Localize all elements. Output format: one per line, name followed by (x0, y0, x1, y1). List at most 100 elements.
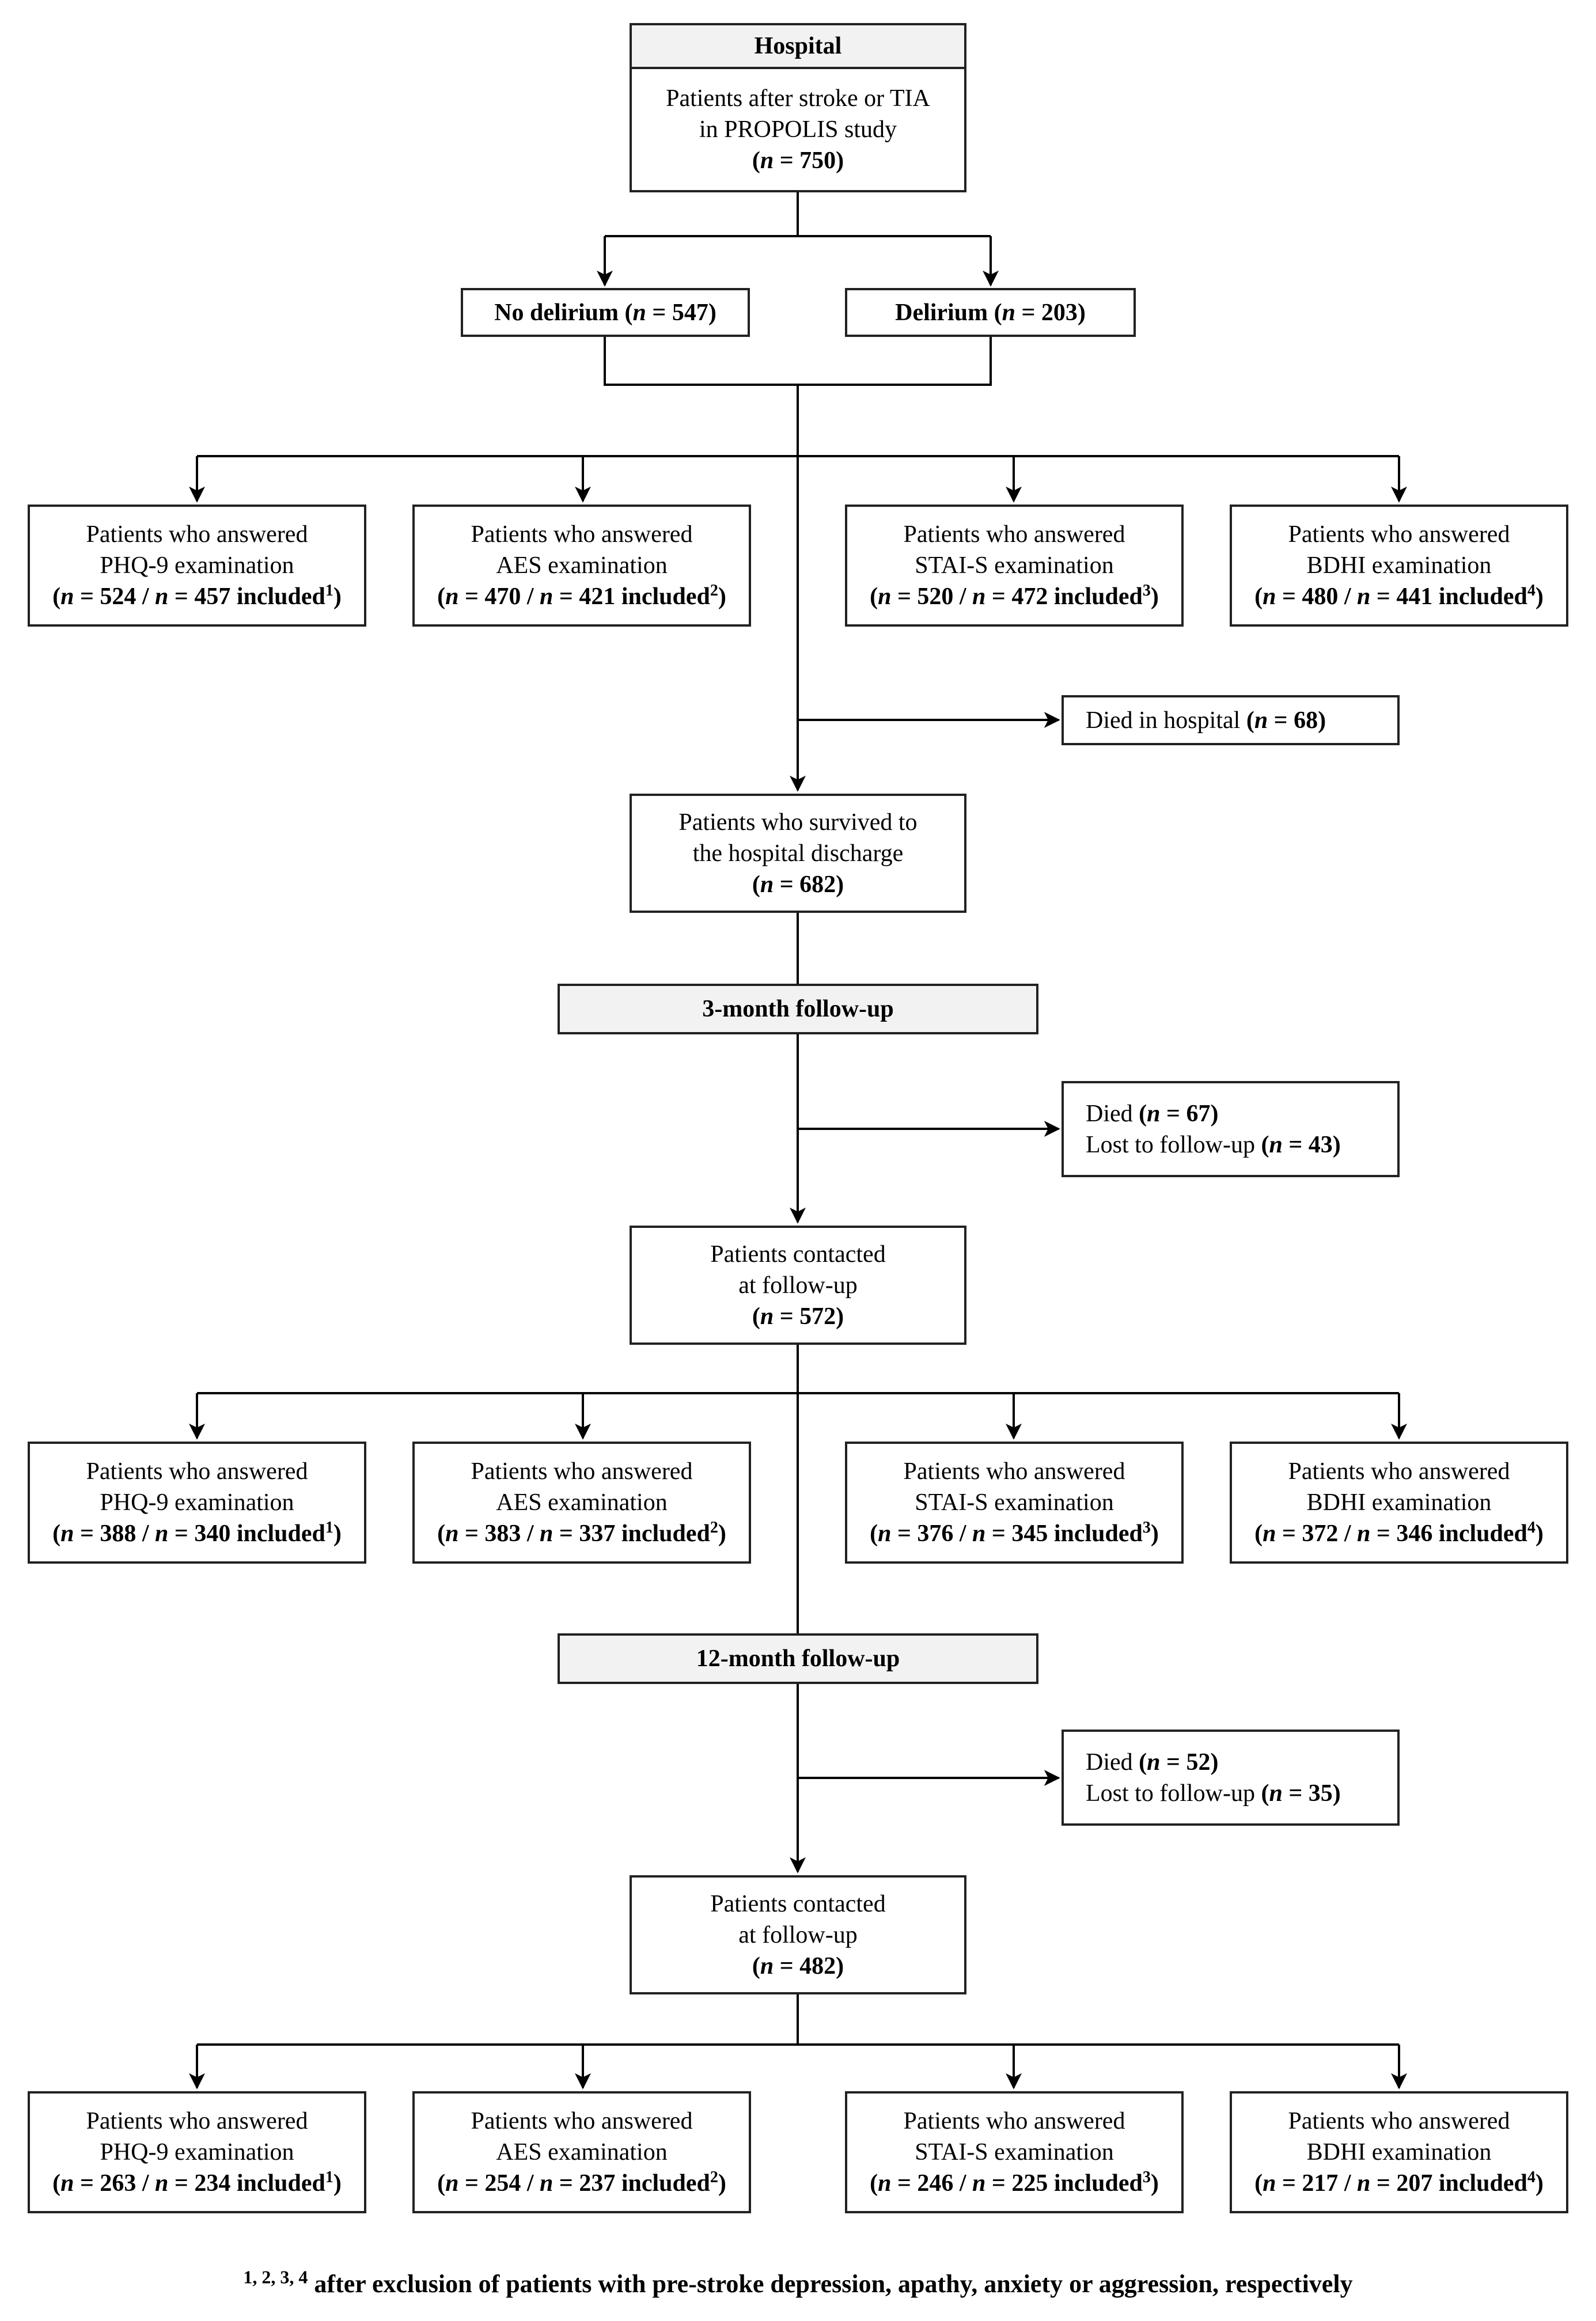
test-footnote-mark: 4 (1527, 2168, 1536, 2186)
survived-n: (n = 682) (752, 871, 844, 898)
exit12-died-n: 52 (1186, 1749, 1211, 1776)
contacted3-n-value: 572 (799, 1303, 836, 1330)
test-answered-label: Patients who answered (903, 2108, 1125, 2134)
test-name: STAI-S examination (915, 1489, 1114, 1516)
test-name: AES examination (496, 2139, 668, 2165)
test-name: PHQ-9 examination (100, 552, 294, 579)
test-counts: (n = 470 / n = 421 included2) (437, 582, 726, 610)
test-counts: (n = 388 / n = 340 included1) (52, 1519, 342, 1548)
test-counts: (n = 376 / n = 345 included3) (870, 1519, 1159, 1548)
test-included: 225 (1011, 2170, 1048, 2197)
survived-line2: the hospital discharge (692, 840, 904, 867)
included-word: included (236, 1520, 325, 1547)
delirium-label: Delirium (895, 299, 988, 326)
test-included: 472 (1011, 583, 1048, 610)
died-hospital-n: 68 (1294, 707, 1318, 734)
test-counts: (n = 383 / n = 337 included2) (437, 1519, 726, 1548)
test-answered-label: Patients who answered (903, 1458, 1125, 1485)
exit12-lost: Lost to follow-up (n = 35) (1086, 1780, 1341, 1807)
no-delirium-text: No delirium (n = 547) (494, 299, 717, 326)
test-name: AES examination (496, 552, 668, 579)
no-delirium-n: 547 (672, 299, 708, 326)
hospital-n-value: 750 (799, 147, 836, 174)
test-total: 246 (917, 2170, 954, 2197)
footnote-marks: 1, 2, 3, 4 (243, 2266, 308, 2288)
included-word: included (1438, 583, 1527, 610)
test-footnote-mark: 2 (710, 2168, 718, 2186)
contacted12-n-value: 482 (799, 1952, 836, 1979)
delirium-n: 203 (1041, 299, 1078, 326)
hospital-header: Hospital (632, 25, 964, 69)
no-delirium-box: No delirium (n = 547) (461, 288, 750, 337)
exit12-lost-label: Lost to follow-up (1086, 1780, 1255, 1807)
contacted12-n: (n = 482) (752, 1952, 844, 1979)
included-word: included (1438, 2170, 1527, 2197)
delirium-text: Delirium (n = 203) (895, 299, 1086, 326)
hospital-body: Patients after stroke or TIA in PROPOLIS… (666, 69, 930, 190)
hospital-line1: Patients after stroke or TIA (666, 85, 930, 112)
survived-line1: Patients who survived to (678, 809, 918, 836)
test-total: 388 (100, 1520, 137, 1547)
hospital-box: Hospital Patients after stroke or TIA in… (630, 23, 966, 192)
test-answered-label: Patients who answered (86, 521, 308, 548)
test-answered-label: Patients who answered (86, 1458, 308, 1485)
test-answered-label: Patients who answered (1288, 1458, 1510, 1485)
test-counts: (n = 254 / n = 237 included2) (437, 2168, 726, 2197)
test-footnote-mark: 1 (325, 582, 333, 600)
test-footnote-mark: 1 (325, 2168, 333, 2186)
test-counts: (n = 520 / n = 472 included3) (870, 582, 1159, 610)
footnote: 1, 2, 3, 4 after exclusion of patients w… (0, 2266, 1596, 2299)
contacted12-box: Patients contacted at follow-up (n = 482… (630, 1875, 966, 1994)
exit12-lost-n: 35 (1308, 1780, 1333, 1807)
test-included: 345 (1011, 1520, 1048, 1547)
test-total: 383 (484, 1520, 521, 1547)
contacted12-line1: Patients contacted (710, 1890, 886, 1917)
included-word: included (621, 583, 710, 610)
contacted3-n: (n = 572) (752, 1303, 844, 1330)
test-counts: (n = 524 / n = 457 included1) (52, 582, 342, 610)
test-included: 234 (194, 2170, 231, 2197)
test-total: 520 (917, 583, 954, 610)
died-hospital-text: Died in hospital (n = 68) (1086, 707, 1326, 734)
died-hospital-box: Died in hospital (n = 68) (1062, 695, 1400, 745)
exit12-box: Died (n = 52) Lost to follow-up (n = 35) (1062, 1730, 1400, 1826)
exit3-box: Died (n = 67) Lost to follow-up (n = 43) (1062, 1081, 1400, 1177)
followup3-bar: 3-month follow-up (558, 984, 1038, 1034)
test-name: BDHI examination (1306, 1489, 1492, 1516)
contacted3-line2: at follow-up (738, 1272, 858, 1299)
exit12-died: Died (n = 52) (1086, 1749, 1219, 1776)
test-footnote-mark: 3 (1142, 582, 1151, 600)
test-included: 337 (579, 1520, 616, 1547)
test-answered-label: Patients who answered (471, 2108, 693, 2134)
exit12-died-label: Died (1086, 1749, 1133, 1776)
test-footnote-mark: 1 (325, 1519, 333, 1537)
test-total: 263 (100, 2170, 137, 2197)
exit3-lost-label: Lost to follow-up (1086, 1131, 1255, 1158)
test-included: 340 (194, 1520, 231, 1547)
delirium-box: Delirium (n = 203) (845, 288, 1136, 337)
exit3-died-label: Died (1086, 1100, 1133, 1127)
test-counts: (n = 217 / n = 207 included4) (1254, 2168, 1544, 2197)
test-name: PHQ-9 examination (100, 2139, 294, 2165)
test-total: 376 (917, 1520, 954, 1547)
test-total: 372 (1302, 1520, 1339, 1547)
test-footnote-mark: 2 (710, 582, 718, 600)
contacted3-box: Patients contacted at follow-up (n = 572… (630, 1226, 966, 1345)
connector (604, 336, 992, 386)
test-footnote-mark: 4 (1527, 582, 1536, 600)
included-word: included (1438, 1520, 1527, 1547)
test-answered-label: Patients who answered (903, 521, 1125, 548)
contacted12-line2: at follow-up (738, 1921, 858, 1948)
test-total: 480 (1302, 583, 1339, 610)
test-total: 524 (100, 583, 137, 610)
included-word: included (236, 583, 325, 610)
no-delirium-label: No delirium (494, 299, 619, 326)
